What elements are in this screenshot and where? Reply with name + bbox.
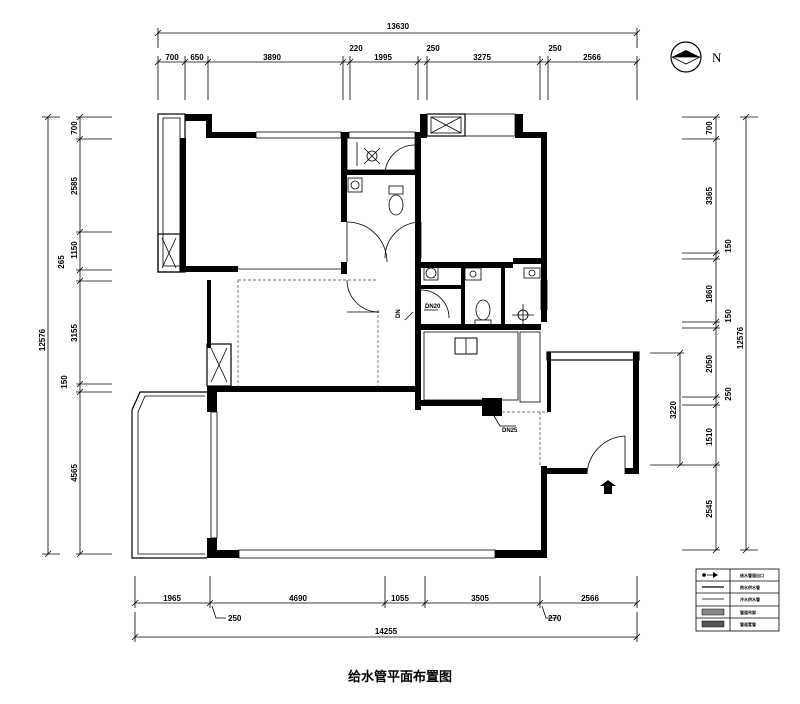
sink-icon xyxy=(464,267,482,281)
dim-bottom-3: 1055 xyxy=(391,594,409,603)
legend-row-4: 管道吊架 xyxy=(740,609,756,615)
dim-right-3: 150 xyxy=(724,239,733,253)
floor-drain-icon xyxy=(347,177,363,193)
dim-top-5: 1995 xyxy=(374,53,392,62)
dim-bottom-offset-1: 250 xyxy=(228,614,242,623)
dim-right-4: 1860 xyxy=(705,285,714,303)
vertical-pipe-label: DN xyxy=(396,309,402,318)
dim-right-inner: 3220 xyxy=(669,401,678,419)
dim-top-3: 3890 xyxy=(263,53,281,62)
north-label: N xyxy=(712,50,722,65)
dim-bottom-total: 14255 xyxy=(375,627,398,636)
dim-left-1: 700 xyxy=(70,121,79,135)
shower-icon xyxy=(363,147,381,165)
pipe-tags: DN20 DN25 DN xyxy=(396,304,518,434)
dim-bottom-2: 4690 xyxy=(289,594,307,603)
dim-left-4: 3155 xyxy=(70,324,79,342)
dim-bottom-offset-2: 270 xyxy=(548,614,562,623)
pipe-tag-1: DN20 xyxy=(425,304,441,310)
legend-row-2: 热水供水管 xyxy=(740,584,760,590)
legend-symbol-outlet-icon xyxy=(702,572,718,578)
plant-icon xyxy=(512,304,534,326)
dim-right-9: 2545 xyxy=(705,500,714,518)
dim-left-5: 150 xyxy=(60,375,69,389)
pipe-tag-2: DN25 xyxy=(502,428,518,434)
dim-top-1: 700 xyxy=(165,53,179,62)
toilet-icon xyxy=(474,299,492,327)
legend-row-5: 管道套管 xyxy=(740,621,756,627)
dim-left-6: 4565 xyxy=(70,464,79,482)
dim-top-8: 250 xyxy=(548,44,562,53)
dim-right-8: 1510 xyxy=(705,428,714,446)
dim-top-4: 220 xyxy=(349,44,363,53)
dim-left-offset: 265 xyxy=(57,255,66,269)
dim-top-2: 650 xyxy=(190,53,204,62)
legend-row-1: 给水管道出口 xyxy=(739,572,764,578)
dim-bottom-4: 3505 xyxy=(471,594,489,603)
washer-icon xyxy=(423,265,439,281)
dim-right-total: 12576 xyxy=(736,326,745,349)
dim-left-2: 2585 xyxy=(70,177,79,195)
dim-right-1: 700 xyxy=(705,121,714,135)
toilet-icon xyxy=(388,185,404,216)
drawing-title: 给水管平面布置图 xyxy=(348,669,452,684)
dim-top-7: 3275 xyxy=(473,53,491,62)
bottom-dimensions: 1965 4690 1055 3505 2566 250 270 14255 xyxy=(131,576,641,642)
legend-symbol-sleeve-icon xyxy=(701,620,725,628)
dim-right-5: 150 xyxy=(724,309,733,323)
plan-doors xyxy=(346,144,450,319)
legend-symbol-hanger-icon xyxy=(701,608,725,616)
dim-top-6: 250 xyxy=(426,44,440,53)
dim-top-9: 2566 xyxy=(583,53,601,62)
dim-top-total: 13630 xyxy=(387,22,410,31)
left-dimensions: 12576 700 2585 1150 265 3155 150 4 xyxy=(38,113,112,558)
top-dimensions: 13630 700 650 3890 xyxy=(154,22,641,100)
dim-bottom-1: 1965 xyxy=(163,594,181,603)
dim-bottom-5: 2566 xyxy=(581,594,599,603)
legend-table: 给水管道出口 热水供水管 冷水供水管 管道吊架 管道套管 xyxy=(695,568,780,632)
plan-fixtures xyxy=(347,147,541,412)
plan-walls xyxy=(131,113,640,559)
sink-icon xyxy=(523,267,541,279)
dim-left-3: 1150 xyxy=(70,241,79,259)
dim-left-total: 12576 xyxy=(38,328,47,351)
entry-arrow-icon xyxy=(600,480,616,494)
north-arrow-icon: N xyxy=(670,41,722,73)
dim-right-6: 2050 xyxy=(705,355,714,373)
right-dimensions: 12576 700 3365 150 xyxy=(650,113,758,554)
dim-right-7: 250 xyxy=(724,387,733,401)
legend-row-3: 冷水供水管 xyxy=(740,596,760,602)
kitchen-sink-icon xyxy=(454,337,478,355)
gas-meter-icon xyxy=(484,402,499,412)
dim-right-2: 3365 xyxy=(705,187,714,205)
